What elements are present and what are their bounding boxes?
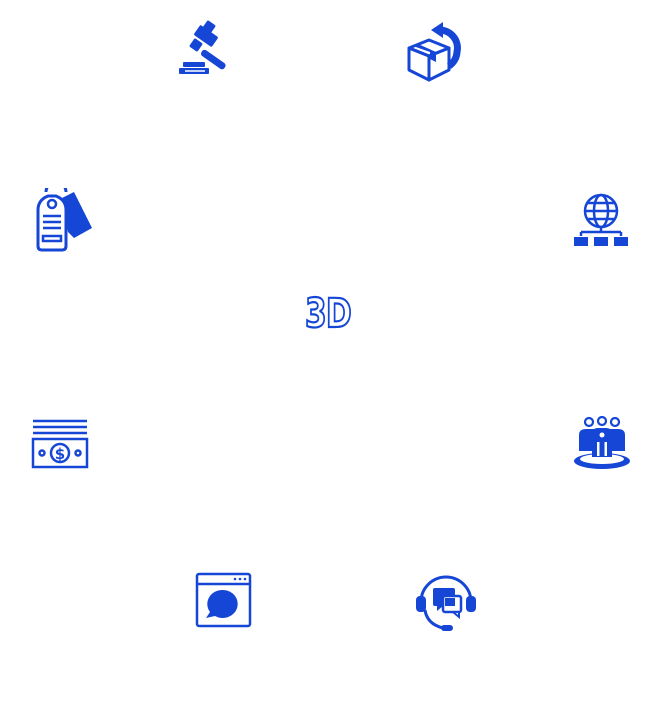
chat-window-icon [195,572,252,628]
gavel-icon [177,20,239,78]
customer-support-headset-icon [413,570,479,636]
price-tag-icon [32,188,94,252]
team-icon [572,415,632,471]
center-3d-label: 3D [304,291,353,337]
global-network-icon [573,192,629,248]
banknote-stack-icon: $ [31,418,89,470]
svg-text:$: $ [55,445,65,463]
package-return-icon [405,22,467,82]
